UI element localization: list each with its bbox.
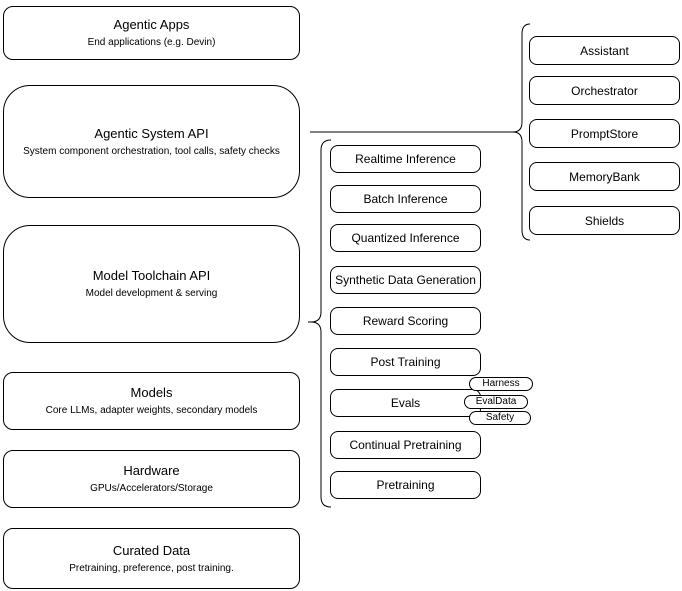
system-box-promptstore: PromptStore bbox=[529, 119, 680, 148]
toolchain-label: Synthetic Data Generation bbox=[335, 273, 476, 287]
box-title: Model Toolchain API bbox=[92, 268, 211, 283]
box-title: Models bbox=[130, 385, 173, 400]
box-model-toolchain-api: Model Toolchain API Model development & … bbox=[3, 225, 300, 343]
toolchain-box-evals: Evals bbox=[330, 389, 481, 417]
box-subtitle: Core LLMs, adapter weights, secondary mo… bbox=[45, 405, 258, 416]
evals-tag-harness: Harness bbox=[469, 377, 533, 391]
box-agentic-system-api: Agentic System API System component orch… bbox=[3, 85, 300, 198]
toolchain-label: Batch Inference bbox=[363, 192, 448, 206]
toolchain-box-quantized-inference: Quantized Inference bbox=[330, 224, 481, 252]
toolchain-box-batch-inference: Batch Inference bbox=[330, 185, 481, 213]
toolchain-box-synthetic-data-generation: Synthetic Data Generation bbox=[330, 266, 481, 294]
box-title: Curated Data bbox=[112, 542, 191, 558]
system-box-orchestrator: Orchestrator bbox=[529, 76, 680, 105]
box-subtitle: Model development & serving bbox=[85, 288, 218, 299]
box-curated-data: Curated Data Pretraining, preference, po… bbox=[3, 528, 300, 589]
system-box-shields: Shields bbox=[529, 206, 680, 235]
toolchain-box-post-training: Post Training bbox=[330, 348, 481, 376]
toolchain-box-realtime-inference: Realtime Inference bbox=[330, 145, 481, 173]
box-title: Hardware bbox=[123, 463, 180, 478]
evals-tag-label: Safety bbox=[485, 412, 515, 423]
toolchain-box-pretraining: Pretraining bbox=[330, 471, 481, 499]
toolchain-box-continual-pretraining: Continual Pretraining bbox=[330, 431, 481, 459]
toolchain-label: Continual Pretraining bbox=[349, 438, 462, 452]
system-label: PromptStore bbox=[570, 126, 639, 141]
toolchain-label: Post Training bbox=[370, 355, 441, 369]
evals-tag-safety: Safety bbox=[469, 411, 531, 425]
box-hardware: Hardware GPUs/Accelerators/Storage bbox=[3, 450, 300, 508]
evals-tag-label: EvalData bbox=[475, 396, 517, 407]
box-subtitle: System component orchestration, tool cal… bbox=[23, 145, 280, 157]
evals-tag-evaldata: EvalData bbox=[464, 395, 528, 409]
system-box-assistant: Assistant bbox=[529, 36, 680, 65]
box-subtitle: GPUs/Accelerators/Storage bbox=[90, 483, 213, 494]
evals-tag-label: Harness bbox=[482, 378, 520, 389]
box-title: Agentic System API bbox=[94, 125, 209, 141]
toolchain-label: Reward Scoring bbox=[362, 314, 449, 328]
system-label: Orchestrator bbox=[571, 83, 638, 98]
system-label: MemoryBank bbox=[569, 169, 640, 184]
toolchain-label: Realtime Inference bbox=[355, 152, 456, 166]
system-box-memorybank: MemoryBank bbox=[529, 162, 680, 191]
box-subtitle: End applications (e.g. Devin) bbox=[87, 37, 216, 48]
toolchain-box-reward-scoring: Reward Scoring bbox=[330, 307, 481, 335]
toolchain-label: Pretraining bbox=[376, 478, 435, 492]
system-label: Shields bbox=[584, 213, 625, 228]
system-brace bbox=[512, 23, 531, 241]
box-models: Models Core LLMs, adapter weights, secon… bbox=[3, 372, 300, 430]
toolchain-label: Quantized Inference bbox=[351, 231, 460, 245]
box-agentic-apps: Agentic Apps End applications (e.g. Devi… bbox=[3, 6, 300, 60]
toolchain-brace bbox=[308, 139, 332, 508]
toolchain-label: Evals bbox=[390, 396, 421, 410]
system-label: Assistant bbox=[580, 43, 629, 58]
box-subtitle: Pretraining, preference, post training. bbox=[69, 562, 234, 574]
box-title: Agentic Apps bbox=[113, 17, 190, 32]
